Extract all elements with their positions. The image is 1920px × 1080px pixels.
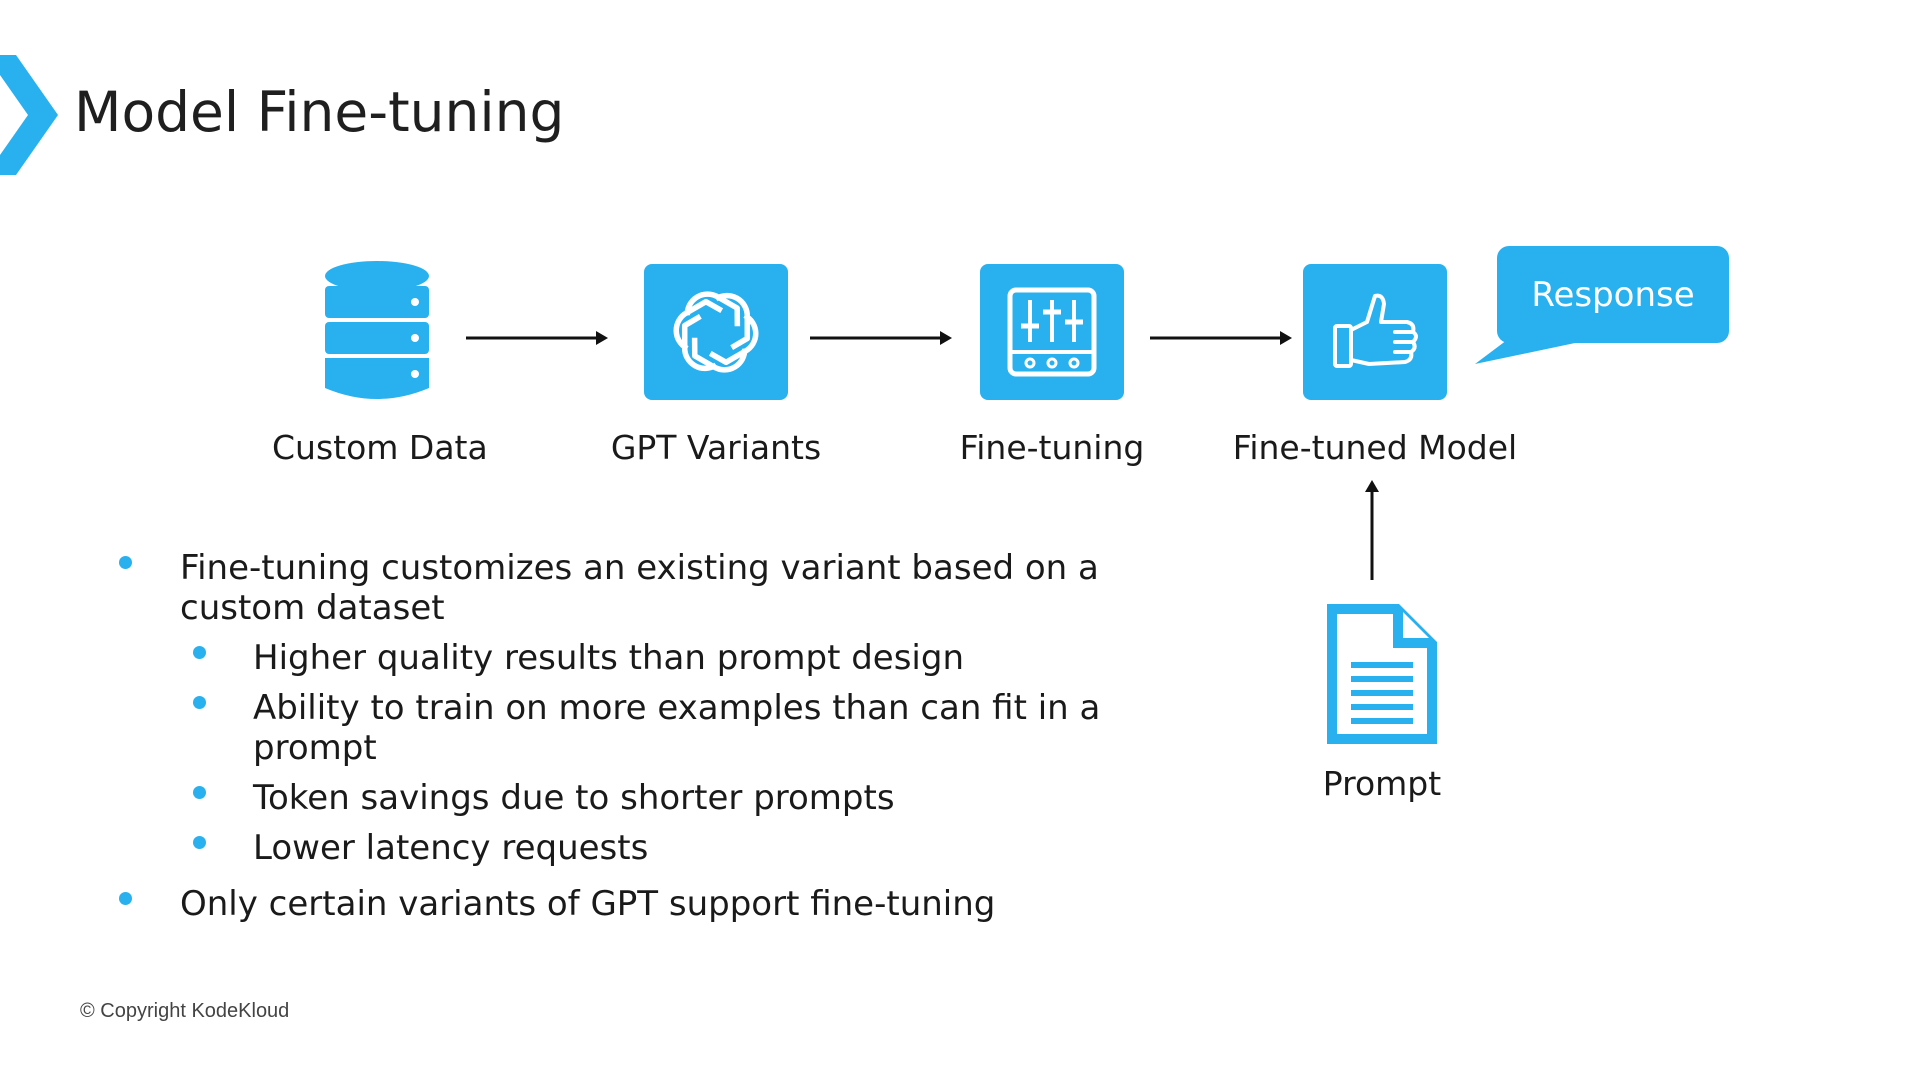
node-custom-data (322, 260, 432, 405)
node-fine-tuned-model (1303, 264, 1447, 400)
prompt-document (1327, 604, 1437, 744)
prompt-label: Prompt (1322, 764, 1442, 803)
flow-arrow (1150, 331, 1292, 345)
response-label: Response (1531, 274, 1695, 315)
copyright-text: © Copyright KodeKloud (80, 1000, 290, 1022)
flow-arrow (810, 331, 952, 345)
openai-logo-icon (673, 291, 759, 373)
bullet-dot (119, 556, 132, 569)
sub-bullet-text: Higher quality results than prompt desig… (253, 638, 964, 678)
sub-bullet-item: Higher quality results than prompt desig… (110, 638, 1130, 678)
bullet-dot (193, 646, 206, 659)
node-label-fine-tuning: Fine-tuning (959, 428, 1145, 467)
node-label-custom-data: Custom Data (272, 428, 488, 467)
sub-bullet-item: Token savings due to shorter prompts (110, 778, 1130, 818)
flow-arrow (466, 331, 608, 345)
node-gpt-variants (644, 264, 788, 400)
node-label-gpt-variants: GPT Variants (610, 428, 822, 467)
bullet-dot (193, 696, 206, 709)
bullet-list: Fine-tuning customizes an existing varia… (110, 548, 1130, 934)
sub-bullet-text: Lower latency requests (253, 828, 649, 868)
database-icon (325, 261, 429, 399)
sub-bullet-item: Ability to train on more examples than c… (110, 688, 1130, 768)
sliders-icon (1007, 287, 1097, 377)
response-bubble: Response (1475, 246, 1735, 366)
bullet-item: Only certain variants of GPT support fin… (110, 884, 1130, 924)
sub-bullet-text: Ability to train on more examples than c… (253, 688, 1101, 768)
prompt-arrow (1365, 480, 1379, 580)
bullet-text: Fine-tuning customizes an existing varia… (180, 548, 1099, 628)
kodekloud-chevron-logo (0, 55, 58, 175)
bullet-dot (193, 786, 206, 799)
page-title: Model Fine-tuning (74, 80, 565, 144)
document-icon (1327, 604, 1437, 744)
thumbs-up-icon (1333, 293, 1418, 368)
bullet-dot (193, 836, 206, 849)
sub-bullet-item: Lower latency requests (110, 828, 1130, 868)
node-fine-tuning (980, 264, 1124, 400)
bullet-dot (119, 892, 132, 905)
node-label-fine-tuned-model: Fine-tuned Model (1232, 428, 1518, 467)
bullet-text: Only certain variants of GPT support fin… (180, 884, 996, 924)
bullet-item: Fine-tuning customizes an existing varia… (110, 548, 1130, 628)
sub-bullet-text: Token savings due to shorter prompts (253, 778, 895, 818)
